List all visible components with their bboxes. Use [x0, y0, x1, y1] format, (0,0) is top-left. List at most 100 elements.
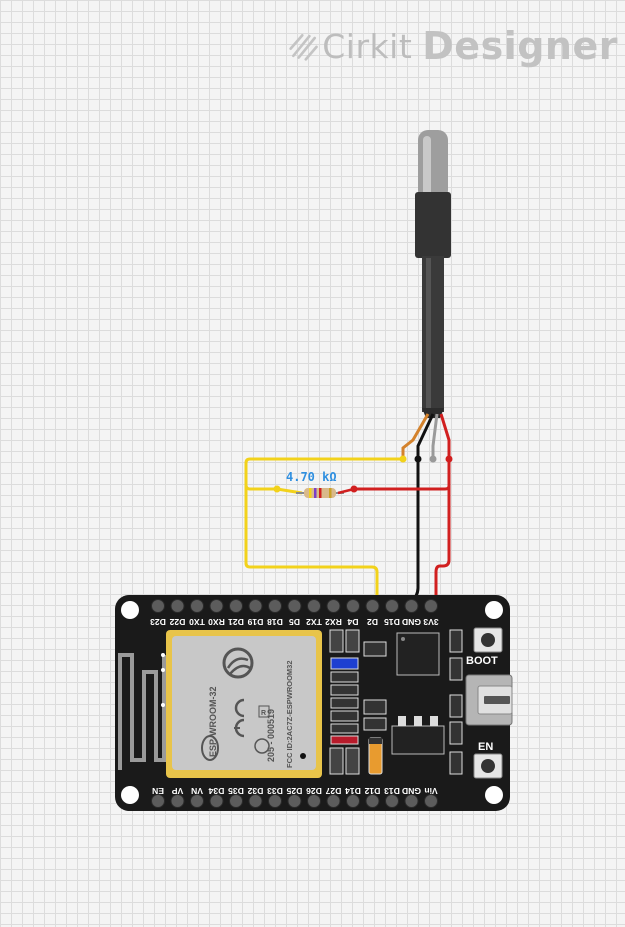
module-label-fcc: FCC ID:2AC7Z-ESPWROOM32 [285, 660, 294, 768]
module-label-model: ESP-WROOM-32 [208, 686, 218, 757]
junction-dot[interactable] [399, 455, 407, 463]
boot-button-label: BOOT [466, 655, 498, 667]
header-pin[interactable] [209, 599, 224, 613]
temperature-sensor-probe[interactable] [415, 130, 451, 418]
header-pin[interactable] [151, 599, 165, 613]
header-pin[interactable] [268, 599, 282, 613]
junction-dot[interactable] [429, 455, 437, 463]
pin-label: Vin [424, 786, 437, 796]
resistor-value-label: 4.70 kΩ [286, 470, 337, 484]
probe-sleeve [415, 192, 451, 258]
header-pin[interactable] [385, 599, 399, 613]
wire-yellow-data[interactable] [244, 457, 403, 605]
sensor-wire-orange[interactable] [401, 413, 430, 458]
pin-label: D22 [169, 617, 185, 627]
junction-dot[interactable] [414, 455, 422, 463]
micro-usb-port[interactable] [465, 674, 513, 726]
pin-label: RX2 [325, 617, 342, 627]
pin-label: 3V3 [423, 617, 439, 627]
wire-red-vcc[interactable] [434, 470, 451, 605]
pull-up-resistor[interactable]: 4.70 kΩ [286, 470, 355, 498]
en-button-label: EN [478, 741, 493, 753]
pin-label: VP [172, 786, 184, 796]
wire-red-vcc-to-resistor[interactable] [354, 459, 451, 491]
bottom-header-pins [151, 794, 438, 808]
logo-mark-icon [289, 33, 318, 61]
registered-mark: R [261, 710, 266, 717]
module-label-cert: 205 - 000519 [266, 709, 276, 762]
wire-black-gnd[interactable] [414, 459, 420, 605]
resistor-band [319, 488, 322, 498]
pin-label: D21 [228, 617, 244, 627]
header-pin[interactable] [151, 794, 165, 808]
header-pin[interactable] [229, 794, 243, 808]
sensor-wire-gray[interactable] [431, 413, 439, 458]
antenna-dot [161, 703, 165, 707]
pin-label: D19 [247, 617, 263, 627]
header-pin[interactable] [404, 794, 419, 808]
pin-label: D18 [267, 617, 283, 627]
header-pin[interactable] [248, 794, 263, 808]
resistor-lead-right [337, 487, 355, 495]
header-pin[interactable] [326, 794, 341, 808]
pin-label: D12 [364, 786, 380, 796]
cirkit-designer-logo: Cirkit Designer [288, 24, 618, 68]
pin-label: TX0 [189, 617, 205, 627]
pin-label: D4 [347, 617, 358, 627]
header-pin[interactable] [209, 794, 224, 808]
probe-cable [422, 256, 444, 412]
header-pin[interactable] [385, 794, 399, 808]
junction-dot[interactable] [445, 455, 453, 463]
header-pin[interactable] [404, 599, 419, 613]
header-pin[interactable] [346, 599, 360, 613]
probe-steel-tip [418, 130, 448, 200]
pin-label: D35 [228, 786, 244, 796]
resistor-band [309, 488, 312, 498]
header-pin[interactable] [365, 794, 380, 808]
header-pin[interactable] [170, 599, 185, 613]
pin-label: D23 [150, 617, 166, 627]
pin-label: D5 [289, 617, 300, 627]
mount-hole [121, 601, 139, 619]
mount-hole [485, 601, 503, 619]
header-pin[interactable] [170, 794, 185, 808]
header-pin[interactable] [326, 599, 341, 613]
header-pin[interactable] [346, 794, 360, 808]
pin-label: D15 [384, 617, 400, 627]
antenna-dot [161, 668, 165, 672]
probe-tip-shine [423, 136, 431, 196]
registered-mark-box [258, 705, 270, 718]
header-pin[interactable] [229, 599, 243, 613]
header-pin[interactable] [365, 599, 380, 613]
wire-yellow-resistor[interactable] [244, 470, 277, 491]
junction-dot[interactable] [273, 485, 281, 493]
pin-label: D34 [208, 786, 224, 796]
boot-button[interactable] [473, 627, 503, 653]
header-pin[interactable] [424, 599, 438, 613]
pin-label: D32 [247, 786, 263, 796]
header-pin[interactable] [190, 794, 204, 808]
resistor-band [314, 488, 317, 498]
sensor-wire-black[interactable] [416, 413, 435, 458]
header-pin[interactable] [268, 794, 282, 808]
en-button[interactable] [473, 753, 503, 779]
header-pin[interactable] [307, 794, 321, 808]
pin1-marker-dot [300, 753, 306, 759]
header-pin[interactable] [190, 599, 204, 613]
header-pin[interactable] [248, 599, 263, 613]
header-pin[interactable] [307, 599, 321, 613]
pin-label: TX2 [306, 617, 322, 627]
mount-hole [485, 786, 503, 804]
header-pin[interactable] [287, 794, 302, 808]
logo-word-designer: Designer [422, 24, 618, 68]
header-pin[interactable] [287, 599, 302, 613]
weee-symbol-icon [254, 738, 270, 754]
header-pin[interactable] [424, 794, 438, 808]
pin-label: D26 [306, 786, 322, 796]
pcb-antenna-trace [118, 653, 166, 770]
sensor-wire-red[interactable] [439, 413, 451, 458]
